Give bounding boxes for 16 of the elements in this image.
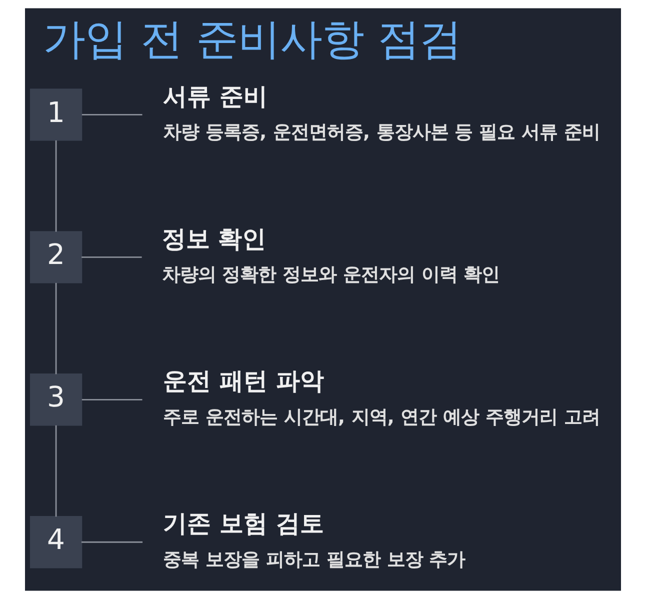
node-box: 3 — [29, 374, 82, 426]
node-text: 기존 보험 검토 중복 보장을 피하고 필요한 보장 추가 — [162, 510, 465, 570]
connector — [54, 282, 56, 374]
connector — [80, 541, 142, 543]
connector — [81, 114, 142, 116]
node-text: 정보 확인 차량의 정확한 정보와 운전자의 이력 확인 — [161, 224, 500, 286]
connector — [54, 140, 56, 232]
diagram-title: 가입 전 준비사항 점검 — [42, 14, 461, 64]
node-text: 운전 패턴 파악 주로 운전하는 시간대, 지역, 연간 예상 주행거리 고려 — [162, 367, 600, 428]
node-box: 1 — [29, 88, 82, 141]
node-box: 2 — [29, 231, 82, 284]
connector — [81, 256, 142, 258]
connector — [54, 425, 56, 517]
node-text: 서류 준비 차량 등록증, 운전면허증, 통장사본 등 필요 서류 준비 — [162, 82, 600, 143]
node-box: 4 — [29, 516, 82, 568]
connector — [81, 398, 142, 400]
